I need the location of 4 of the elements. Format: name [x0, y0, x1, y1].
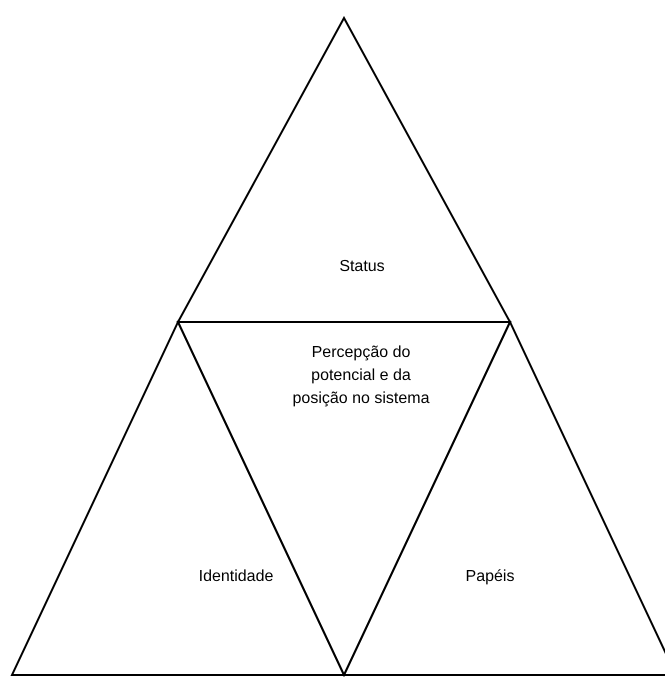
section-label: Status [338, 257, 386, 277]
section-label: Percepção do potencial e da posição no sistema [292, 343, 430, 409]
section-label: Identidade [198, 567, 274, 587]
section-label: Papéis [464, 567, 516, 587]
